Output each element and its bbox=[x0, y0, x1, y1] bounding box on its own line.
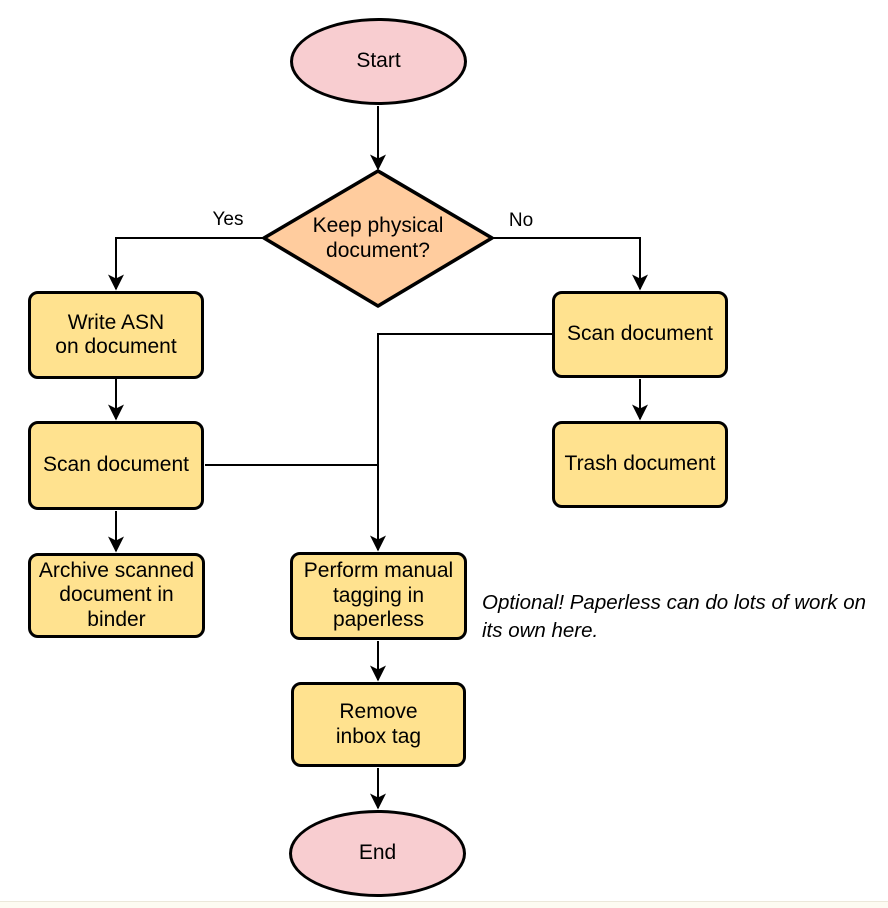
decision-diamond-shape bbox=[262, 169, 494, 308]
node-end: End bbox=[289, 810, 466, 897]
edge-label-no: No bbox=[508, 210, 534, 231]
node-archive-in-binder: Archive scanned document in binder bbox=[28, 553, 205, 638]
node-write-asn: Write ASN on document bbox=[28, 291, 204, 379]
page-bottom-divider bbox=[0, 901, 888, 908]
edge-decision-yes-to-write-asn bbox=[108, 237, 264, 291]
edge-decision-no-to-scan-right bbox=[492, 237, 648, 291]
node-decision: Keep physical document? bbox=[312, 214, 444, 262]
node-start: Start bbox=[290, 18, 467, 105]
edge-label-yes: Yes bbox=[212, 209, 244, 230]
edge-scan-right-to-perform bbox=[370, 333, 552, 552]
node-scan-document-left: Scan document bbox=[28, 421, 204, 510]
node-perform-manual-tagging: Perform manual tagging in paperless bbox=[290, 552, 467, 640]
node-trash-document: Trash document bbox=[552, 421, 728, 508]
node-remove-inbox-tag: Remove inbox tag bbox=[291, 682, 466, 767]
optional-note: Optional! Paperless can do lots of work … bbox=[482, 591, 867, 642]
node-scan-document-right: Scan document bbox=[552, 291, 728, 378]
